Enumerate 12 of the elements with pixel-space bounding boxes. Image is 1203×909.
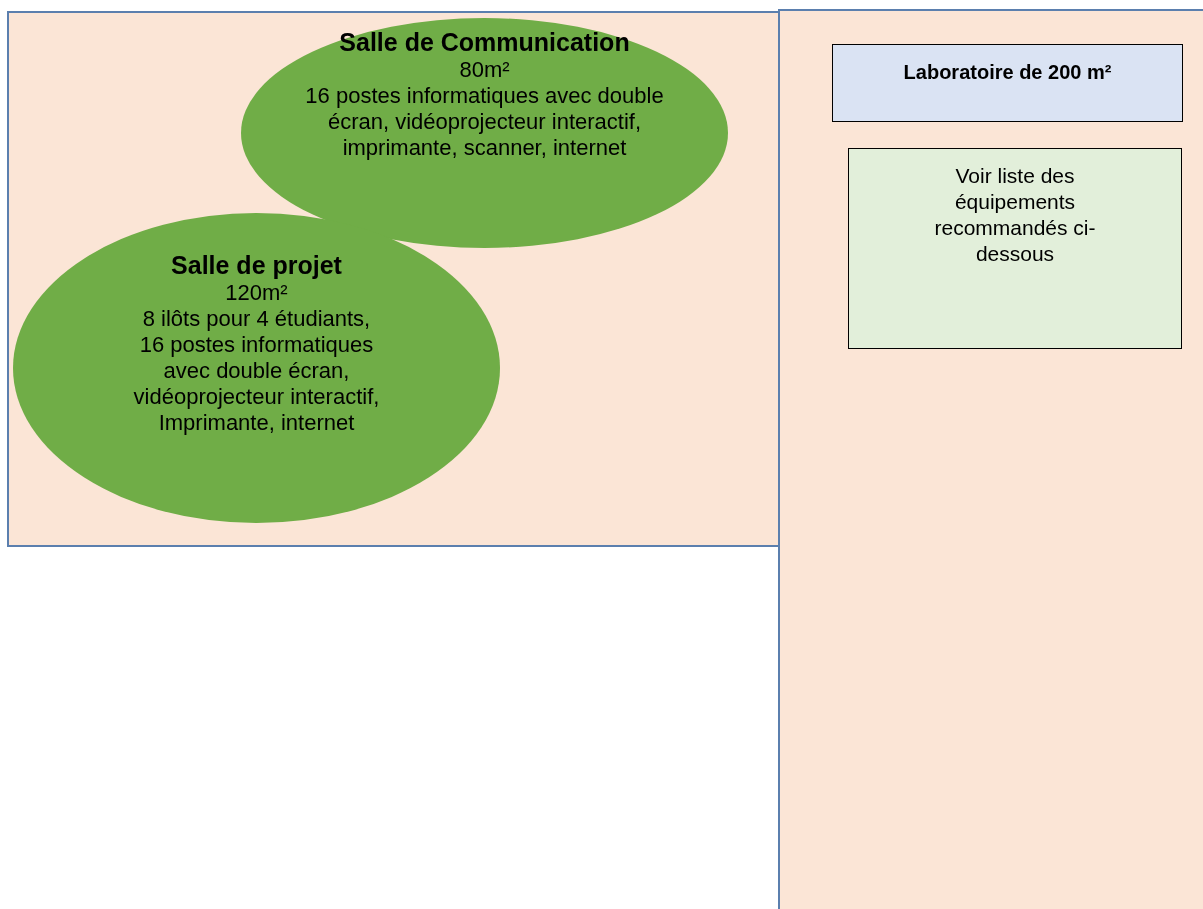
room-outline — [778, 9, 1203, 909]
room-label-box — [832, 44, 1183, 122]
room-title: Laboratoire de 200 m² — [903, 60, 1112, 85]
room-area: 80m² — [459, 57, 510, 83]
room-title: Salle de Communication — [339, 28, 630, 57]
room-area: 120m² — [225, 280, 288, 306]
note-text: Voir liste des équipements recommandés ci-dessous — [933, 163, 1097, 267]
equipment-text: 16 postes informatiques avec double écran, vidéoprojecteur interactif, imprimante, scanner, internet — [304, 83, 665, 161]
equipment-text: 8 ilôts pour 4 étudiants, 16 postes informatiques avec double écran, vidéoprojecteur interactif, Imprimante, internet — [132, 306, 381, 436]
room-outline — [7, 11, 780, 547]
note-box — [848, 148, 1182, 349]
room-title: Salle de projet — [171, 251, 342, 280]
